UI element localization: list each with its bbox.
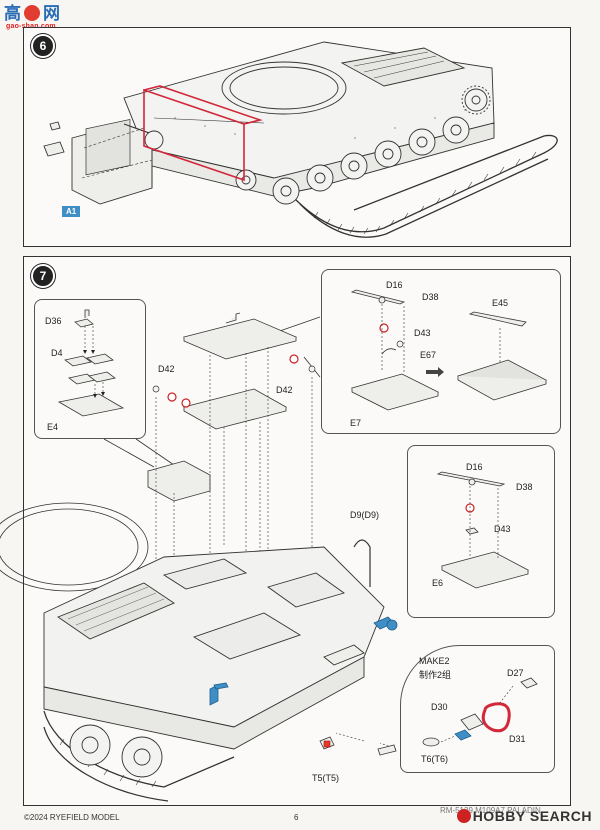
label-d43-mid: D43 (494, 524, 511, 534)
label-d9: D9(D9) (350, 510, 380, 520)
label-d27: D27 (507, 668, 524, 678)
step6-part-badge: A1 (62, 206, 81, 217)
svg-text:高: 高 (4, 3, 21, 24)
label-make2-cn: 制作2组 (419, 670, 452, 680)
watermark-hobbysearch: HOBBY SEARCH (456, 808, 592, 824)
label-t5: T5(T5) (312, 773, 339, 783)
step7-panel: 7 D36 D4 E4 (0, 256, 571, 806)
label-d30: D30 (431, 702, 448, 712)
subassembly-e7-drawing (350, 289, 548, 411)
label-d16-top: D16 (386, 280, 403, 290)
watermark-logo-icon: 高 网 (4, 3, 60, 24)
center-plates-drawing (146, 312, 316, 617)
subassembly-e4-box: D36 D4 E4 (34, 299, 146, 439)
label-d38-mid: D38 (516, 482, 533, 492)
label-d16-mid: D16 (466, 462, 483, 472)
step7-number: 7 (31, 264, 55, 288)
footer-model-code: RM-5129 M109A7 PALADIN (440, 806, 541, 815)
label-e7: E7 (350, 418, 362, 428)
hobbysearch-logo-icon (456, 809, 471, 823)
label-e67: E67 (420, 350, 437, 360)
label-e45: E45 (492, 298, 509, 308)
label-d42-right: D42 (276, 385, 293, 395)
svg-text:网: 网 (43, 4, 60, 24)
watermark-site: gao-shan.com (6, 23, 56, 30)
label-d36: D36 (45, 316, 62, 326)
footer-copyright: ©2024 RYEFIELD MODEL (24, 813, 120, 822)
subassembly-e4-drawing (57, 309, 125, 417)
make2-drawing (422, 677, 538, 747)
subassembly-e6-box: D16 D38 D43 E6 (407, 445, 555, 618)
step6-panel: 6 (23, 27, 571, 247)
hobbysearch-text: HOBBY SEARCH (472, 808, 592, 824)
label-make2: MAKE2 (419, 656, 450, 666)
label-e6: E6 (432, 578, 444, 588)
label-t6: T6(T6) (421, 754, 448, 764)
step6-number: 6 (31, 34, 55, 58)
subassembly-e7-box: D16 D38 D43 E67 E7 E45 (321, 269, 561, 434)
make2-box: MAKE2 制作2组 D27 D30 D31 T6(T6) (400, 645, 555, 773)
label-d4: D4 (51, 348, 63, 358)
footer-page-number: 6 (294, 813, 299, 822)
label-d43-top: D43 (414, 328, 431, 338)
subassembly-e6-drawing (436, 471, 530, 589)
label-d31: D31 (509, 734, 526, 744)
label-d42-left: D42 (158, 364, 175, 374)
label-e4: E4 (47, 422, 59, 432)
step6-hull-drawing (43, 41, 558, 238)
step7-hull-drawing (0, 502, 398, 802)
label-d38-top: D38 (422, 292, 439, 302)
